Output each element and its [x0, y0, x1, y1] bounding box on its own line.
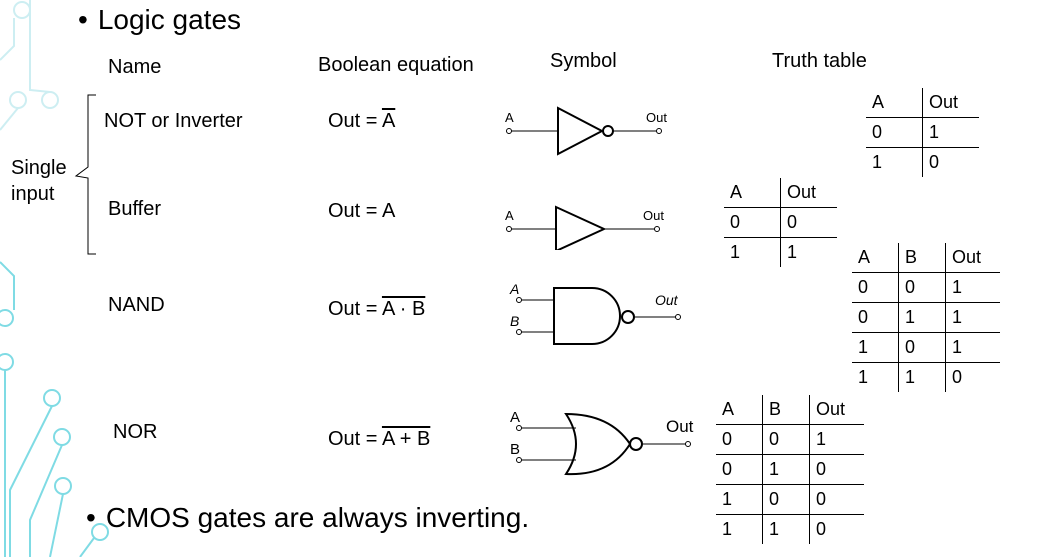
nor-pin-b: B: [510, 441, 520, 458]
gate-name-not: NOT or Inverter: [104, 110, 243, 132]
bullet-dot: •: [78, 4, 88, 35]
nand-pin-b: B: [510, 313, 519, 329]
equation-nand: Out = A · B: [328, 298, 426, 320]
not-pin-a: A: [505, 110, 514, 125]
circuit-decoration: [0, 0, 109, 557]
gate-name-nand: NAND: [108, 294, 165, 316]
single-input-label: Single input: [11, 157, 67, 205]
slide-title: • Logic gates: [78, 4, 241, 36]
header-truth-table: Truth table: [772, 50, 867, 72]
equation-not: Out = A: [328, 110, 396, 132]
bullet-dot: •: [86, 502, 96, 533]
equation-buffer: Out = A: [328, 200, 396, 222]
nand-pin-out: Out: [655, 292, 679, 308]
buffer-pin-a: A: [505, 208, 514, 223]
gate-name-nor: NOR: [113, 421, 158, 443]
equation-nor: Out = A + B: [328, 428, 431, 450]
slide-title-text: Logic gates: [97, 4, 242, 35]
buffer-gate-symbol: A Out: [505, 205, 664, 250]
header-equation: Boolean equation: [318, 54, 474, 76]
gate-name-buffer: Buffer: [108, 198, 161, 220]
buffer-pin-out: Out: [643, 208, 664, 223]
not-pin-out: Out: [646, 110, 667, 125]
header-name: Name: [108, 56, 162, 78]
nor-pin-out: Out: [666, 417, 694, 436]
single-input-bracket: [74, 94, 96, 255]
header-symbol: Symbol: [550, 50, 617, 72]
nor-pin-a: A: [510, 409, 520, 426]
nand-gate-symbol: A B Out: [509, 281, 681, 345]
nand-pin-a: A: [509, 281, 519, 297]
nor-gate-symbol: A B Out: [510, 409, 694, 476]
not-gate-symbol: A Out: [505, 106, 667, 156]
cmos-bullet: • CMOS gates are always inverting.: [86, 502, 529, 534]
cmos-bullet-text: CMOS gates are always inverting.: [105, 502, 530, 533]
